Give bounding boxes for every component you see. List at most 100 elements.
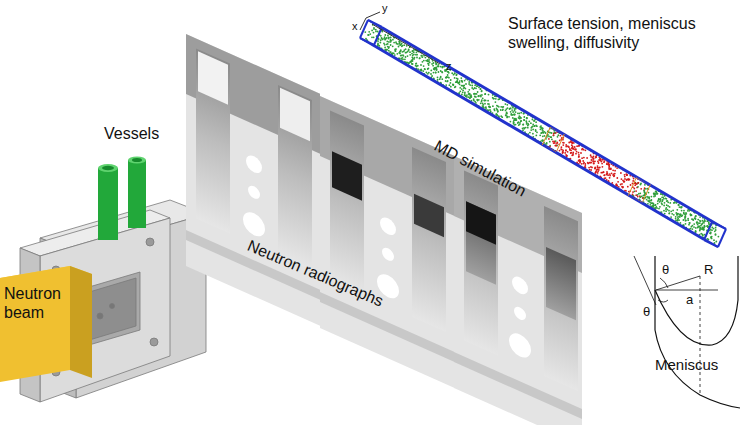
vapor-atom	[416, 57, 418, 59]
box-edge	[374, 45, 718, 247]
meniscus-figure	[634, 256, 740, 408]
liquid-atom	[606, 163, 608, 165]
vapor-atom	[412, 55, 414, 57]
vapor-atom	[431, 75, 433, 77]
vapor-atom	[419, 57, 421, 59]
liquid-atom	[600, 172, 602, 174]
vapor-atom	[655, 204, 657, 206]
vapor-atom	[692, 219, 694, 221]
vapor-atom	[454, 86, 456, 88]
liquid-atom	[569, 148, 571, 150]
property-note: Surface tension, meniscus swelling, diff…	[508, 14, 740, 52]
liquid-atom	[607, 173, 609, 175]
radiograph-2	[320, 96, 454, 388]
vapor-atom	[703, 229, 705, 231]
vapor-atom	[701, 226, 703, 228]
liquid-atom	[601, 163, 603, 165]
vapor-atom	[695, 217, 697, 219]
vapor-atom	[512, 111, 514, 113]
vapor-atom	[512, 117, 514, 119]
vapor-atom	[663, 210, 665, 212]
vapor-atom	[678, 204, 680, 206]
vapor-atom	[695, 216, 697, 218]
vapor-atom	[695, 230, 697, 232]
vapor-atom	[468, 93, 470, 95]
vapor-atom	[480, 102, 482, 104]
vapor-atom	[463, 85, 465, 87]
liquid-atom	[603, 171, 605, 173]
vapor-atom	[657, 203, 659, 205]
liquid-atom	[628, 178, 630, 180]
vapor-atom	[703, 226, 705, 228]
vapor-atom	[710, 236, 712, 238]
vapor-atom	[424, 68, 426, 70]
liquid-atom	[572, 153, 574, 155]
vapor-atom	[659, 201, 661, 203]
vapor-atom	[411, 60, 413, 62]
liquid-atom	[560, 148, 562, 150]
liquid-atom	[604, 174, 606, 176]
vapor-atom	[402, 45, 404, 47]
angle-symbol: θ	[662, 262, 669, 278]
liquid-atom	[592, 159, 594, 161]
vapor-atom	[478, 95, 480, 97]
vapor-atom	[550, 136, 552, 138]
box-edge	[718, 229, 726, 247]
vapor-atom	[648, 196, 650, 198]
vapor-atom	[481, 90, 483, 92]
liquid-atom	[592, 161, 594, 163]
vapor-atom	[688, 224, 690, 226]
vapor-atom	[702, 223, 704, 225]
liquid-atom	[607, 174, 609, 176]
vapor-atom	[488, 106, 490, 108]
vapor-atom	[699, 230, 701, 232]
vapor-atom	[415, 63, 417, 65]
vapor-atom	[442, 67, 444, 69]
vapor-atom	[415, 62, 417, 64]
vapor-atom	[412, 63, 414, 65]
vapor-atom	[481, 94, 483, 96]
vapor-atom	[399, 53, 401, 55]
liquid-atom	[638, 182, 640, 184]
vapor-atom	[400, 55, 402, 57]
vapor-atom	[465, 95, 467, 97]
vapor-atom	[690, 213, 692, 215]
vapor-atom	[518, 124, 520, 126]
vapor-atom	[541, 129, 543, 131]
vapor-atom	[681, 206, 683, 208]
vapor-atom	[528, 120, 530, 122]
vapor-atom	[448, 77, 450, 79]
vapor-atom	[385, 38, 387, 40]
vapor-atom	[450, 86, 452, 88]
liquid-atom	[621, 183, 623, 185]
vapor-atom	[436, 69, 438, 71]
vapor-atom	[408, 62, 410, 64]
vapor-atom	[445, 77, 447, 79]
cube-shape	[0, 266, 92, 392]
vapor-atom	[394, 50, 396, 52]
vapor-atom	[709, 232, 711, 234]
vapor-atom	[715, 229, 717, 231]
liquid-atom	[578, 156, 580, 158]
liquid-atom	[562, 151, 564, 153]
vapor-atom	[530, 129, 532, 131]
vapor-atom	[435, 67, 437, 69]
vapor-atom	[493, 98, 495, 100]
vapor-atom	[411, 56, 413, 58]
vapor-atom	[666, 198, 668, 200]
vapor-atom	[417, 65, 419, 67]
vapor-atom	[468, 81, 470, 83]
vapor-atom	[436, 63, 438, 65]
liquid-atom	[585, 149, 587, 151]
vapor-atom	[708, 222, 710, 224]
vapor-atom	[381, 38, 383, 40]
vapor-atom	[506, 113, 508, 115]
vapor-atom	[399, 44, 401, 46]
box-edge	[360, 38, 704, 240]
vapor-atom	[702, 220, 704, 222]
vapor-atom	[523, 128, 525, 130]
vapor-atom	[692, 228, 694, 230]
vapor-atom	[476, 99, 478, 101]
vapor-atom	[661, 196, 663, 198]
vapor-atom	[637, 186, 639, 188]
